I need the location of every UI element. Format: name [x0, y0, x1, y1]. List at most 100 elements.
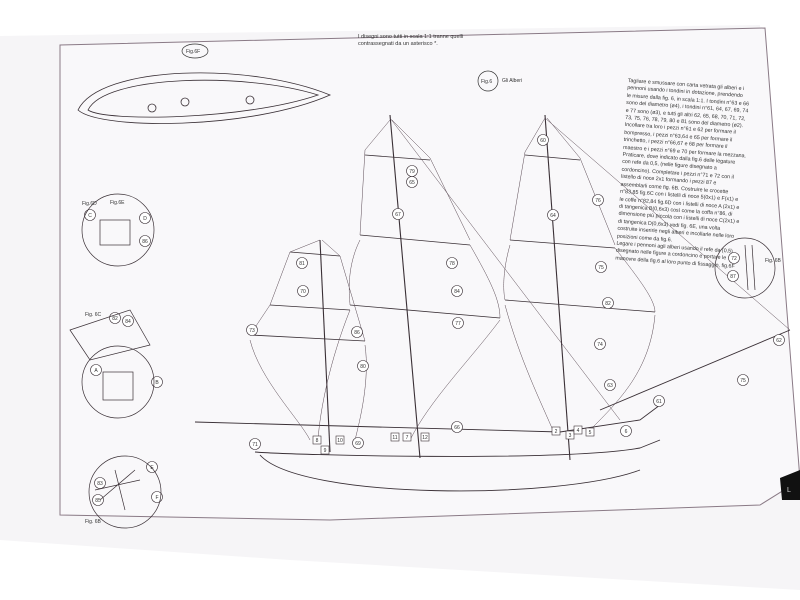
callout-number: 12	[422, 435, 428, 441]
callout-number: 73	[249, 328, 255, 334]
callout-number: 9	[324, 448, 327, 454]
callout-number: 79	[409, 169, 415, 175]
rigging	[249, 117, 791, 441]
callout-circle	[594, 338, 606, 350]
callout-number: 87	[730, 274, 736, 280]
callout-number: 86	[142, 239, 148, 245]
callout-number: 3	[569, 433, 572, 439]
callout-number: 76	[595, 198, 601, 204]
callout-circle	[737, 374, 749, 386]
callout-circle	[246, 324, 258, 336]
fig6d-detail	[81, 193, 155, 267]
callout-circle	[249, 438, 261, 450]
callout-number: 63	[607, 383, 613, 389]
callout-circle	[146, 461, 158, 473]
fig6b-detail	[88, 455, 162, 529]
callout-circle	[620, 425, 632, 437]
callout-circle	[547, 209, 559, 221]
callout-circle	[406, 176, 418, 188]
callout-number: 11	[392, 435, 397, 441]
fig6c-detail	[69, 309, 155, 419]
pin-box	[390, 432, 400, 442]
callout-number: 61	[656, 399, 662, 405]
callout-circle	[773, 334, 785, 346]
pin-box	[320, 445, 330, 455]
callout-number: 2	[555, 429, 558, 435]
callout-circle	[446, 257, 458, 269]
fig6e-detail	[714, 237, 776, 299]
callout-number: 75	[740, 378, 746, 384]
callout-circle	[352, 437, 364, 449]
masts	[319, 114, 571, 461]
ship-hull	[194, 329, 791, 492]
scale-note-line: I disegni sono tutti in scala 1:1 tranne…	[358, 34, 464, 40]
callout-circle	[296, 257, 308, 269]
callout-number: 5	[589, 430, 592, 436]
callout-number: 60	[540, 138, 546, 144]
pin-box	[565, 430, 575, 440]
callout-circle	[151, 491, 163, 503]
callout-circle	[92, 494, 104, 506]
callout-number: D	[143, 216, 147, 222]
callout-number: 70	[300, 289, 306, 295]
callout-number: 67	[395, 212, 401, 218]
callout-circle	[84, 209, 96, 221]
callout-circle	[727, 270, 739, 282]
callout-circle	[653, 395, 665, 407]
callout-number: 66	[454, 425, 460, 431]
scale-note: I disegni sono tutti in scala 1:1 tranne…	[358, 34, 463, 48]
callout-number: 78	[449, 261, 455, 267]
fig6c-label: Fig. 6C	[85, 312, 102, 318]
callout-circle	[728, 252, 740, 264]
yards	[249, 154, 656, 342]
pin-box	[420, 432, 430, 442]
callout-number: 4	[577, 428, 580, 434]
pin-box	[402, 432, 412, 442]
callout-circle	[451, 421, 463, 433]
fig6b-label: Fig. 6B	[85, 519, 102, 525]
callout-circle	[109, 312, 121, 324]
fig6e-label-top: Fig.6E	[110, 200, 125, 206]
callout-number: 62	[776, 338, 782, 344]
callout-number: A	[94, 368, 98, 374]
callout-number: 64	[550, 213, 556, 219]
callout-circle	[602, 297, 614, 309]
pin-box	[573, 425, 583, 435]
callout-circle	[595, 261, 607, 273]
corner-tab-label: L	[787, 487, 791, 494]
callout-circle	[604, 379, 616, 391]
fig6f-deck-view	[77, 72, 332, 124]
callout-circle	[139, 212, 151, 224]
fig6f-label: Fig.6F	[186, 49, 200, 55]
callout-circle	[357, 360, 369, 372]
pin-box	[585, 427, 595, 437]
callout-number: F	[155, 495, 158, 501]
callout-number: 75	[598, 265, 604, 271]
figure-number: Fig.6	[481, 79, 492, 85]
fig6e-label: Fig. 6B	[765, 258, 782, 264]
callout-number: B	[155, 380, 159, 386]
callout-circle	[351, 326, 363, 338]
callout-number: 86	[354, 330, 360, 336]
callout-number: 72	[731, 256, 737, 262]
callout-number: 82	[605, 301, 611, 307]
callout-number: 6	[625, 429, 628, 435]
callout-number: 81	[299, 261, 305, 267]
callout-circle	[452, 317, 464, 329]
callout-number: 7	[406, 435, 409, 441]
callout-number: 84	[454, 289, 460, 295]
callout-number: C	[88, 213, 92, 219]
callout-number: 85	[95, 498, 101, 504]
callout-circle	[151, 376, 163, 388]
callout-number: 74	[597, 342, 603, 348]
callout-circle	[94, 477, 106, 489]
instructions-text: Tagliare e smussare con carta vetrata gl…	[615, 78, 788, 274]
callout-circle	[90, 364, 102, 376]
callout-circle	[122, 315, 134, 327]
drawing-frame	[59, 27, 800, 521]
callout-number: 80	[360, 364, 366, 370]
callout-circle	[139, 235, 151, 247]
